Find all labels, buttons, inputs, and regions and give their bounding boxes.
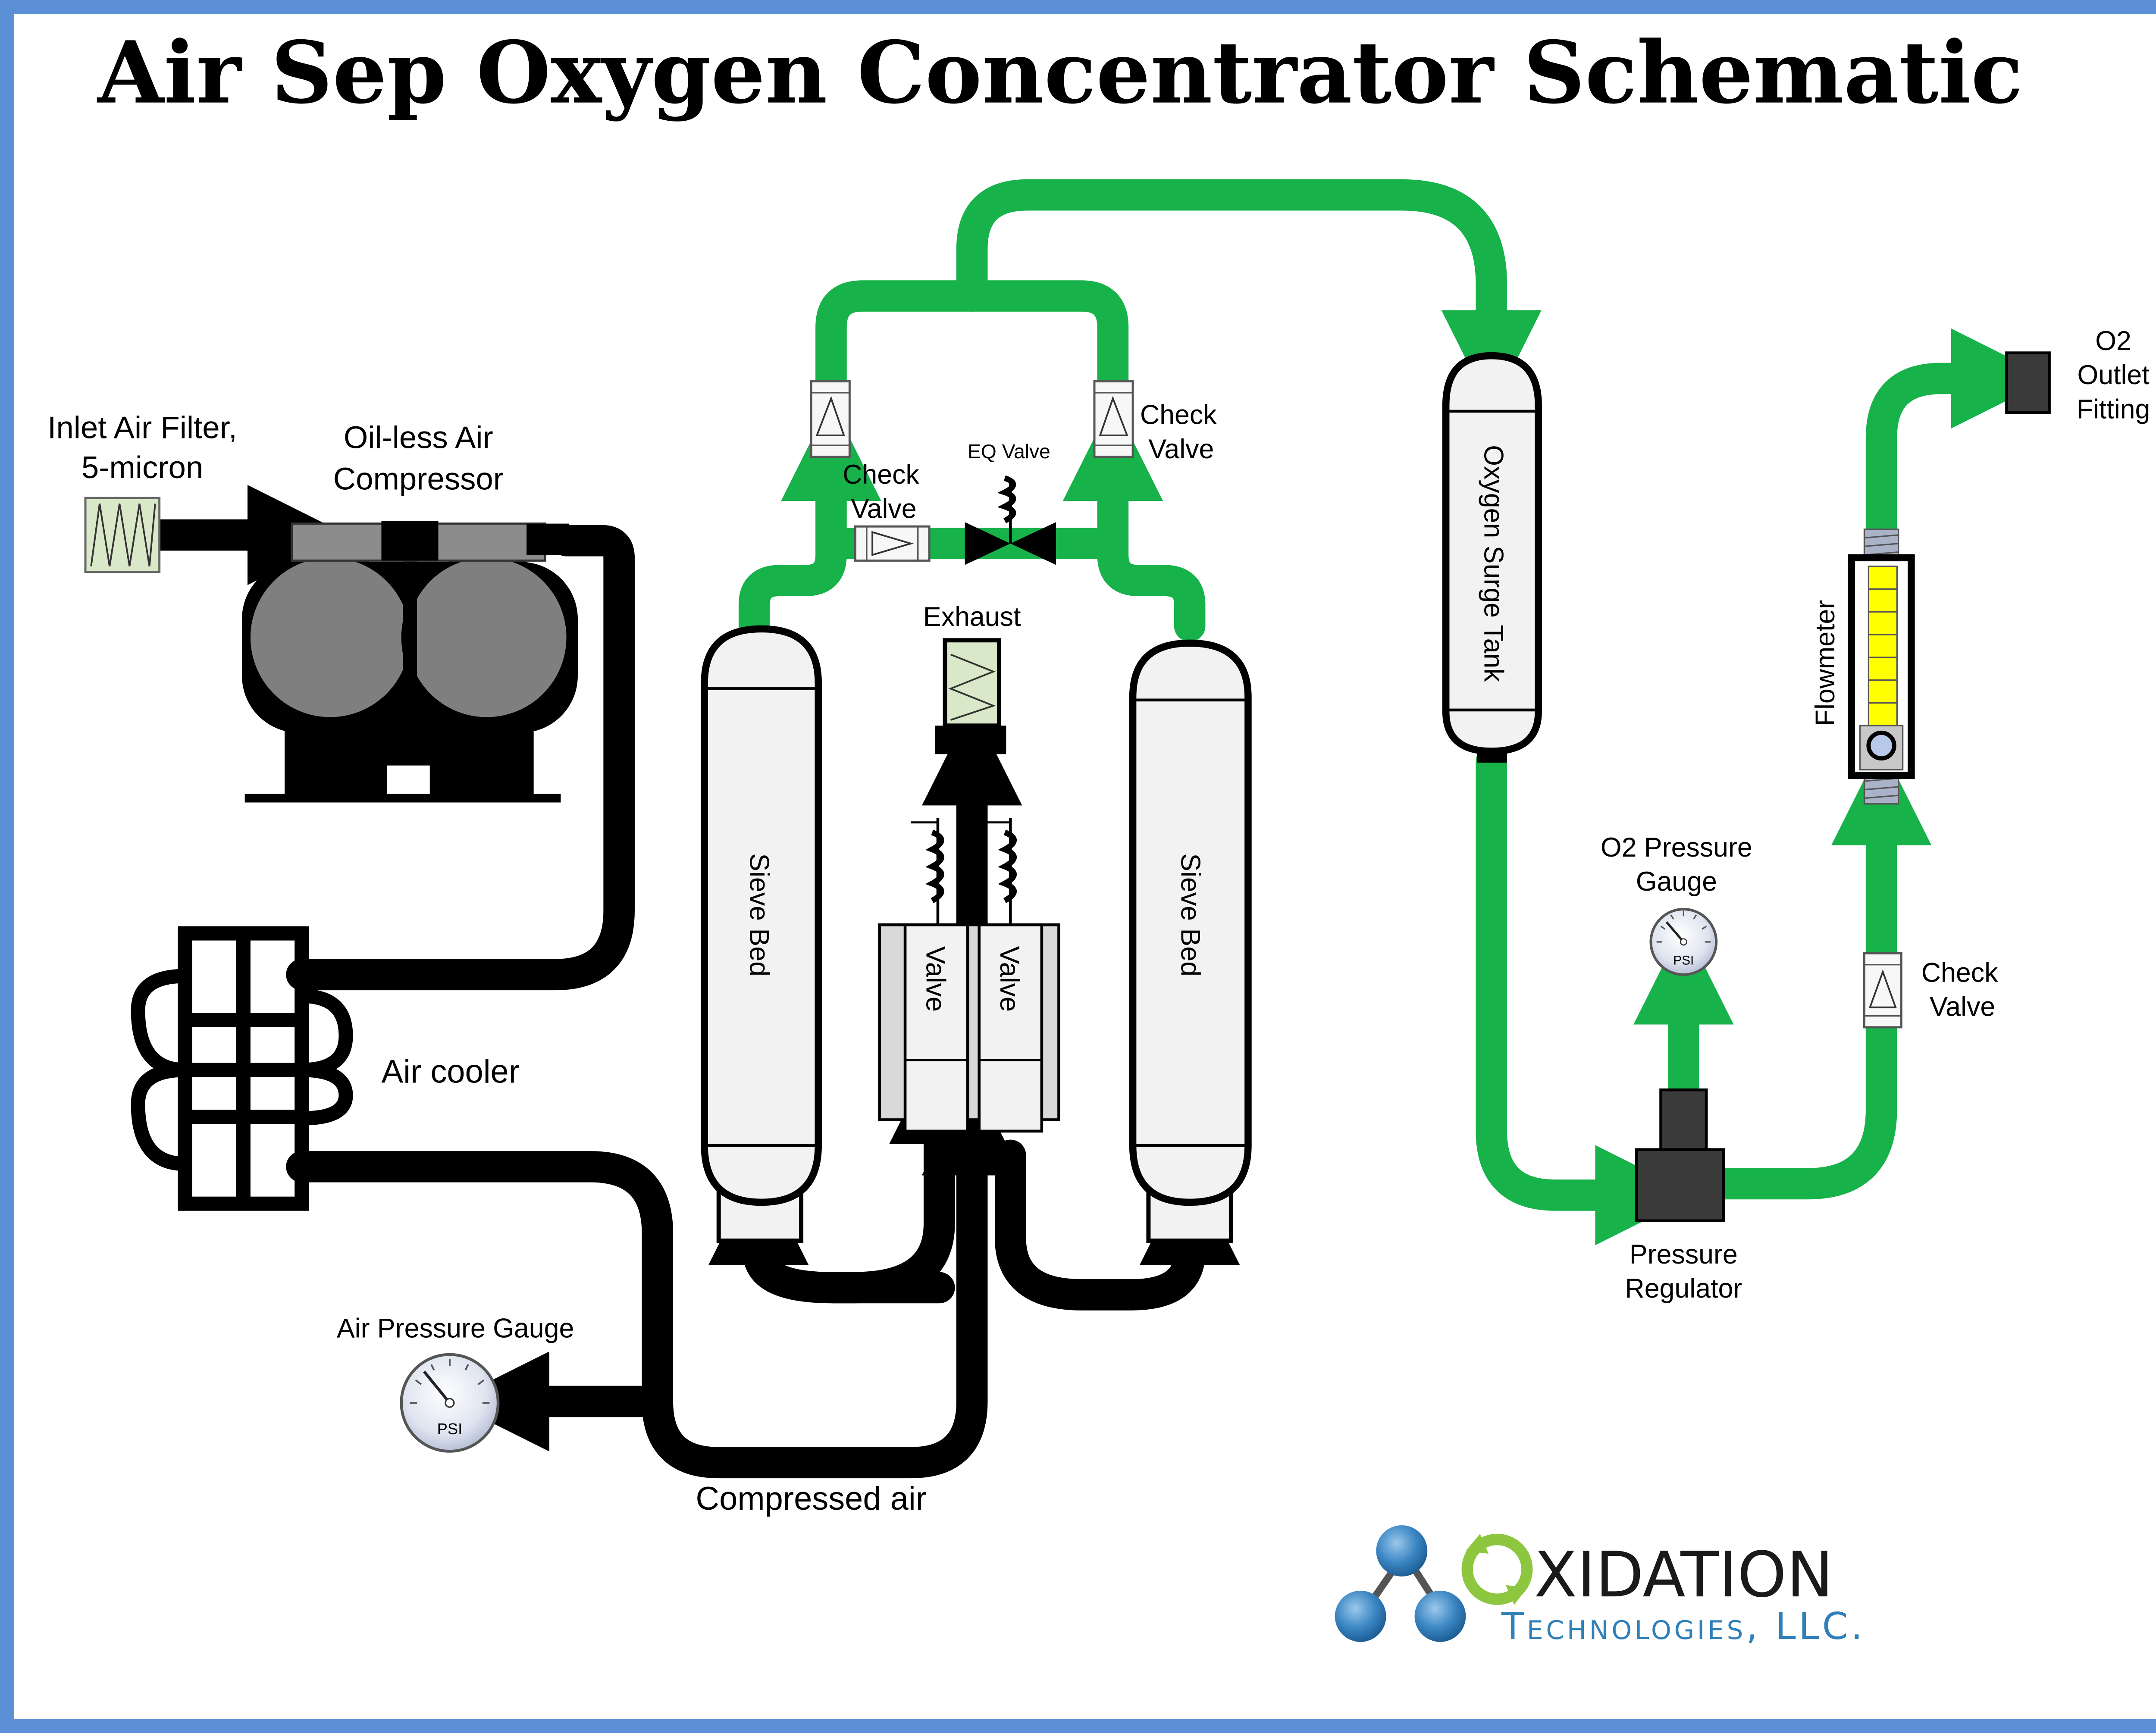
air-gauge-unit: PSI bbox=[437, 1420, 463, 1438]
logo-subtitle: Technologies, LLC. bbox=[1501, 1605, 1865, 1648]
o2-outlet-label-2: Outlet bbox=[2077, 360, 2149, 390]
logo-recycle-o-icon bbox=[1461, 1533, 1533, 1605]
air-cooler bbox=[131, 926, 353, 1211]
check-valve-left-label-1: Check bbox=[843, 460, 919, 490]
sieve-bed-left-label: Sieve Bed bbox=[744, 853, 774, 976]
compressor-label-1: Oil-less Air bbox=[344, 420, 493, 455]
inlet-filter-label-2: 5-micron bbox=[81, 450, 203, 485]
valve-right-label: Valve bbox=[994, 946, 1025, 1012]
o2-outlet-label-3: Fitting bbox=[2077, 394, 2150, 424]
compressed-air-label: Compressed air bbox=[696, 1480, 927, 1517]
check-valve-left bbox=[810, 380, 851, 458]
sieve-bed-right bbox=[1129, 639, 1252, 1243]
flowmeter bbox=[1848, 529, 1915, 805]
pressure-regulator-label-2: Regulator bbox=[1625, 1273, 1742, 1304]
exhaust-muffler bbox=[935, 638, 1006, 754]
company-logo: XIDATION Technologies, LLC. bbox=[1335, 1525, 1865, 1648]
o2-pressure-gauge-label-1: O2 Pressure bbox=[1601, 832, 1752, 863]
valve-left-label: Valve bbox=[921, 946, 951, 1012]
inlet-filter-label-1: Inlet Air Filter, bbox=[47, 410, 237, 445]
logo-name: XIDATION bbox=[1534, 1539, 1833, 1611]
check-valve-right bbox=[1093, 380, 1134, 458]
sieve-bed-left bbox=[701, 625, 822, 1243]
sieve-bed-right-label: Sieve Bed bbox=[1175, 853, 1205, 976]
o2-pressure-gauge-label-2: Gauge bbox=[1636, 866, 1717, 897]
check-valve-right-label-2: Valve bbox=[1148, 434, 1214, 464]
eq-valve-label: EQ Valve bbox=[968, 440, 1050, 463]
pressure-regulator-label-1: Pressure bbox=[1630, 1239, 1738, 1270]
inlet-air-filter bbox=[84, 497, 161, 573]
o2-outlet-fitting bbox=[2005, 351, 2051, 414]
flowmeter-label: Flowmeter bbox=[1810, 600, 1840, 726]
exhaust-label: Exhaust bbox=[923, 602, 1021, 632]
switching-valve-block bbox=[878, 818, 1060, 1133]
check-valve-eq-line bbox=[854, 525, 931, 562]
air-compressor bbox=[242, 521, 578, 803]
o2-outlet-label-1: O2 bbox=[2095, 326, 2131, 356]
check-valve-right-label-1: Check bbox=[1140, 400, 1217, 430]
surge-tank-label: Oxygen Surge Tank bbox=[1478, 445, 1508, 682]
check-valve-outlet-label-1: Check bbox=[1921, 957, 1998, 988]
compressor-label-2: Compressor bbox=[333, 461, 504, 496]
oxygen-surge-tank bbox=[1442, 352, 1542, 763]
air-pressure-gauge bbox=[400, 1353, 500, 1453]
check-valve-outlet bbox=[1863, 952, 1902, 1029]
black-air-lines bbox=[144, 485, 1240, 1479]
air-cooler-label: Air cooler bbox=[382, 1054, 520, 1090]
check-valve-left-label-2: Valve bbox=[851, 494, 916, 524]
o2-pressure-gauge bbox=[1649, 908, 1718, 976]
o2-gauge-unit: PSI bbox=[1673, 954, 1694, 968]
eq-valve bbox=[965, 475, 1056, 565]
page-title: Air Sep Oxygen Concentrator Schematic bbox=[97, 22, 2023, 123]
check-valve-outlet-label-2: Valve bbox=[1930, 992, 1995, 1022]
logo-molecule-icon bbox=[1335, 1525, 1466, 1642]
pressure-regulator bbox=[1635, 1088, 1725, 1223]
air-pressure-gauge-label: Air Pressure Gauge bbox=[337, 1313, 574, 1343]
